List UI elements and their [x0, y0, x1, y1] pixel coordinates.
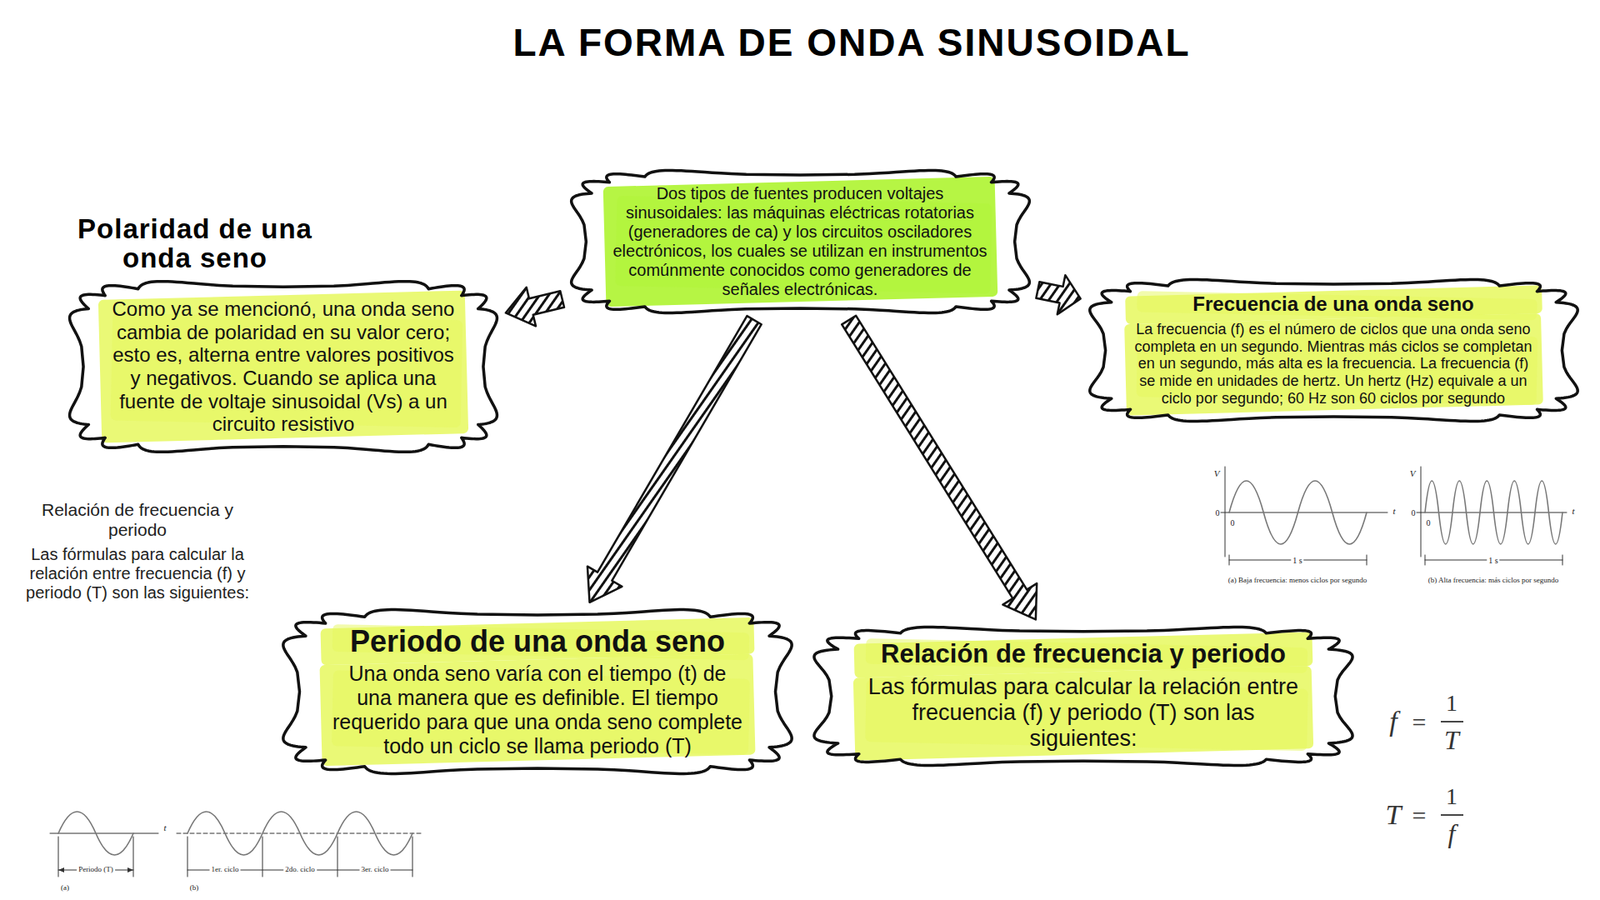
highlight-band — [320, 654, 756, 767]
node-body: Una onda seno varía con el tiempo (t) de… — [329, 661, 746, 758]
sine-wave — [1425, 480, 1563, 545]
dimension-tick — [1562, 555, 1564, 565]
formula-symbol: T — [1385, 799, 1402, 830]
axis-label: 0 — [1411, 508, 1416, 518]
node-heading: Polaridad de una onda seno — [65, 214, 325, 274]
axis-label: t — [1571, 505, 1575, 516]
axis-line — [1225, 466, 1226, 557]
axis-line — [50, 833, 159, 835]
node-body: Como ya se mencionó, una onda seno cambi… — [108, 297, 459, 436]
axis-label: V — [1410, 468, 1416, 479]
figure-ground — [1196, 460, 1587, 592]
hatched-arrow — [587, 315, 762, 603]
note-text: Las fórmulas para calcular la relación e… — [16, 545, 259, 603]
cloud-border — [570, 170, 1030, 314]
dimension-tick — [58, 836, 60, 877]
axis-line — [1420, 466, 1422, 557]
cloud-node: Relación de frecuencia y periodoLas fórm… — [810, 624, 1357, 769]
formula-symbol: f — [1448, 819, 1456, 849]
cloud-border — [70, 281, 498, 453]
hatched-arrow — [505, 287, 565, 327]
figure-caption: (b) Alta frecuencia: más ciclos por segu… — [1428, 576, 1559, 585]
fraction-bar — [1440, 720, 1464, 723]
cloud-border — [283, 610, 792, 775]
formula-symbol: T — [1444, 725, 1460, 755]
axis-label: 0 — [1230, 518, 1235, 528]
dimension-tick — [1425, 555, 1426, 565]
note-text: Relación de frecuencia y periodo — [16, 500, 259, 540]
dimension-arrowhead — [127, 867, 134, 873]
figure-caption: (a) — [60, 884, 70, 893]
dimension-tick — [1229, 555, 1230, 565]
fraction-bar — [1440, 814, 1464, 816]
formula-symbol: 1 — [1445, 690, 1458, 717]
dimension-label: 1er. ciclo — [210, 865, 241, 875]
dimension-tick — [412, 836, 414, 877]
dimension-arrowhead — [58, 867, 65, 873]
cloud-border — [814, 626, 1353, 765]
highlight-band — [602, 176, 998, 307]
highlight-band — [853, 665, 1314, 761]
axis-line — [1220, 512, 1388, 514]
diagram-title: LA FORMA DE ONDA SINUSOIDAL — [351, 20, 1352, 65]
axis-label: 0 — [1426, 518, 1431, 528]
node-body: Dos tipos de fuentes producen voltajes s… — [612, 184, 988, 300]
dimension-tick — [1366, 555, 1368, 565]
cloud-border — [1089, 279, 1577, 421]
axis-label: t — [1392, 505, 1395, 516]
figure-caption: (a) Baja frecuencia: menos ciclos por se… — [1228, 576, 1367, 585]
formula-symbol: = — [1412, 801, 1427, 830]
axis-label: t — [163, 822, 166, 833]
dimension-tick — [337, 836, 339, 877]
highlight-band — [98, 290, 469, 443]
highlight-band — [1124, 313, 1544, 415]
dimension-tick — [133, 836, 135, 877]
period-figure — [50, 811, 424, 877]
formula-symbol: = — [1412, 708, 1427, 736]
dimension-label: 3er. ciclo — [360, 865, 391, 875]
dimension-tick — [187, 836, 189, 877]
dimension-label: Periodo (T) — [76, 865, 115, 875]
hatched-arrow — [841, 315, 1037, 620]
axis-label: V — [1214, 468, 1220, 479]
dimension-tick — [262, 836, 264, 877]
node-body: La frecuencia (f) es el número de ciclos… — [1133, 320, 1534, 407]
figure-caption: (b) — [190, 884, 200, 893]
sine-wave — [1229, 480, 1367, 545]
cloud-node: Polaridad de una onda senoComo ya se men… — [65, 278, 501, 455]
hatched-arrow — [1035, 275, 1080, 315]
node-heading: Frecuencia de una onda seno — [1133, 292, 1534, 316]
cloud-node: Periodo de una onda senoUna onda seno va… — [279, 606, 796, 777]
node-heading: Relación de frecuencia y periodo — [862, 640, 1305, 670]
formula-symbol: f — [1389, 705, 1397, 737]
cloud-node: Dos tipos de fuentes producen voltajes s… — [567, 167, 1034, 316]
dimension-label: 1 s — [1290, 555, 1304, 565]
dimension-label: 2do. ciclo — [283, 865, 317, 875]
node-heading: Periodo de una onda seno — [329, 625, 746, 658]
sine-wave — [58, 811, 134, 855]
sine-wave — [187, 811, 413, 855]
node-body: Las fórmulas para calcular la relación e… — [862, 674, 1305, 752]
formula-bars — [1440, 721, 1464, 815]
cloud-node: Frecuencia de una onda seno La frecuencia… — [1085, 276, 1582, 425]
axis-label: 0 — [1215, 508, 1220, 518]
formula-symbol: 1 — [1445, 784, 1458, 810]
frequency-figure — [1196, 460, 1587, 592]
dimension-label: 1 s — [1486, 555, 1500, 565]
